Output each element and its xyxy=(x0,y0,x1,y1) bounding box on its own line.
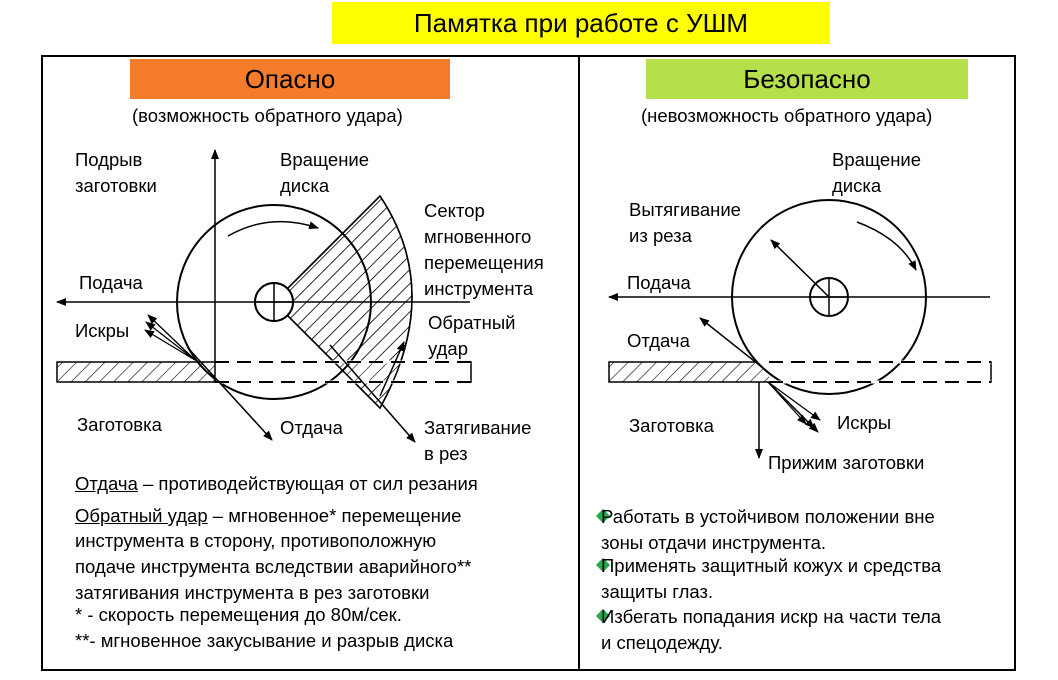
note-speed: * - скорость перемещения до 80м/сек. xyxy=(75,604,402,625)
recoil-arrow-left xyxy=(187,347,273,441)
safe-diagram xyxy=(608,199,992,459)
def-obratny-text: – мгновенное* перемещение xyxy=(207,505,462,526)
rotation-arrow-right xyxy=(856,221,917,271)
pullout-arrow-right xyxy=(770,239,830,298)
label-zatyagivanie: Затягивание в рез xyxy=(424,417,532,464)
label-podryv: Подрыв заготовки xyxy=(75,149,157,196)
danger-subtitle: (возможность обратного удара) xyxy=(132,105,403,126)
def-otdacha-text: – противодействующая от сил резания xyxy=(137,473,478,494)
memo-frame xyxy=(41,55,1016,671)
page-title: Памятка при работе с УШМ xyxy=(332,2,830,44)
label-zagotovka-left: Заготовка xyxy=(77,414,162,435)
label-podacha-right: Подача xyxy=(627,272,691,293)
label-otdacha-right: Отдача xyxy=(627,330,690,351)
definition-otdacha: Отдача – противодействующая от сил резан… xyxy=(75,471,478,497)
recoil-arrow-right xyxy=(699,317,769,373)
definition-obratny-lines: инструмента в сторону, противоположную п… xyxy=(75,530,472,603)
label-obratny: Обратный удар xyxy=(428,312,516,359)
danger-diagram xyxy=(56,149,472,443)
kickback-arrow-left xyxy=(379,341,405,397)
label-vrashchenie-right: Вращение диска xyxy=(832,149,922,196)
column-divider xyxy=(578,55,580,671)
safe-header: Безопасно xyxy=(646,59,968,99)
danger-header: Опасно xyxy=(130,59,450,99)
label-iskry-left: Искры xyxy=(75,320,130,341)
definition-obratny-udar: Обратный удар – мгновенное* перемещение xyxy=(75,503,461,529)
rotation-arrow-left xyxy=(227,220,319,237)
safety-rule-3: Избегать попадания искр на части тела и … xyxy=(601,606,942,653)
label-iskry-right: Искры xyxy=(837,412,892,433)
safety-rule-1: Работать в устойчивом положении вне зоны… xyxy=(601,506,935,553)
label-zagotovka-right: Заготовка xyxy=(629,415,714,436)
safe-subtitle: (невозможность обратного удара) xyxy=(641,105,933,126)
label-vrashchenie-left: Вращение диска xyxy=(280,149,370,196)
term-obratny-udar: Обратный удар xyxy=(75,505,208,526)
label-podacha-left: Подача xyxy=(79,272,143,293)
term-otdacha: Отдача xyxy=(75,473,138,494)
safety-rule-2: Применять защитный кожух и средства защи… xyxy=(601,555,942,602)
label-vytyagivanie: Вытягивание из реза xyxy=(629,199,741,246)
pull-arrow-left xyxy=(329,344,416,443)
note-bite: **- мгновенное закусывание и разрыв диск… xyxy=(75,630,454,651)
label-sektor: Сектор мгновенного перемещения инструмен… xyxy=(424,200,544,299)
label-prizhim: Прижим заготовки xyxy=(768,452,925,473)
label-otdacha-left: Отдача xyxy=(280,417,343,438)
